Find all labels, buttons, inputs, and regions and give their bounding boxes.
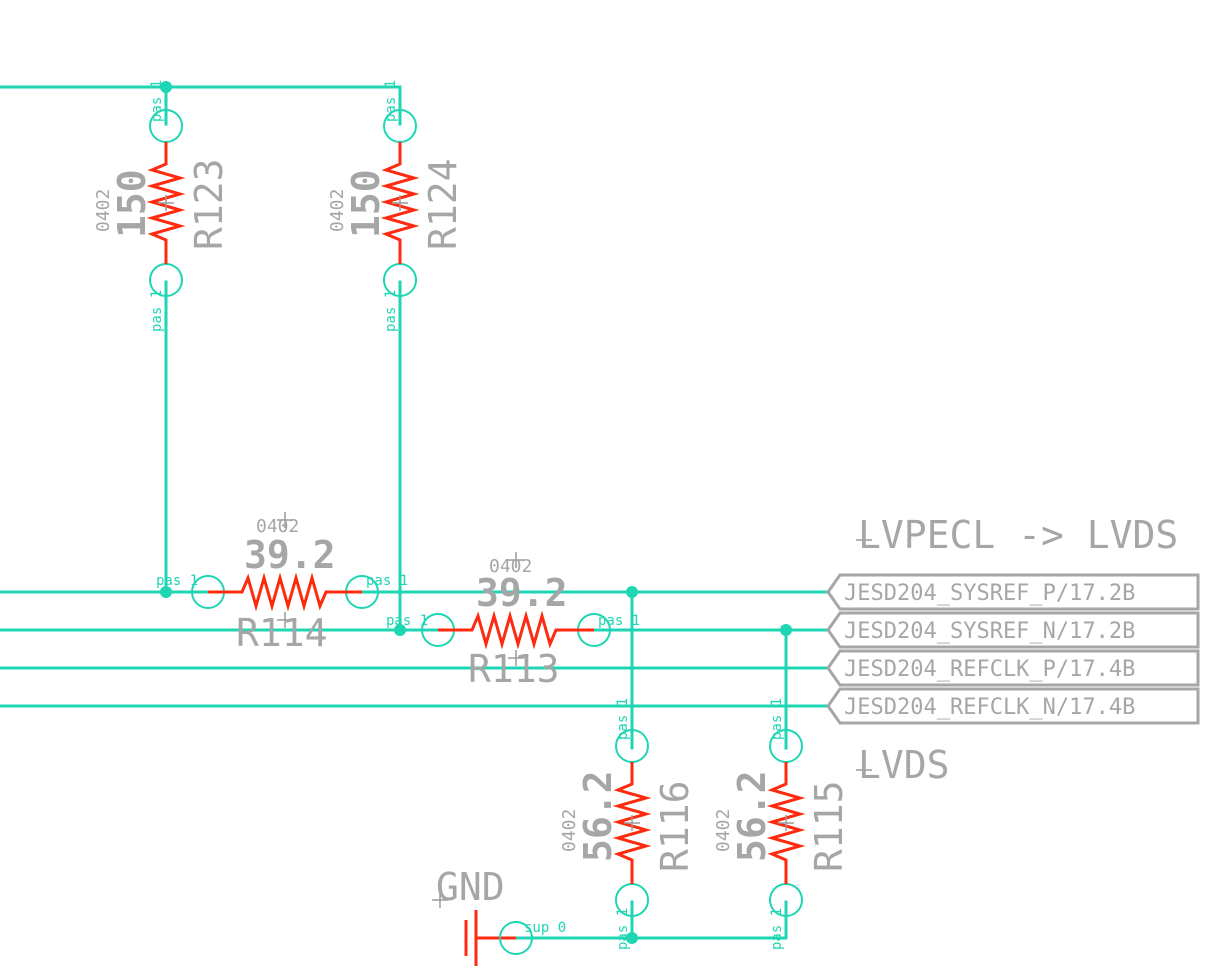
note-lvpecl-to-lvds: LVPECL -> LVDS xyxy=(858,513,1178,557)
value-label: 39.2 xyxy=(476,571,568,615)
resistor-zigzag-icon xyxy=(766,762,806,884)
ground-label: GND xyxy=(436,865,505,909)
resistor-r113[interactable]: pas 1 pas 1 0402 39.2 R113 xyxy=(386,552,640,691)
resistor-r116[interactable]: pas 1 pas 1 0402 56.2 R116 xyxy=(559,698,697,950)
pin-label: pas 1 xyxy=(769,698,785,740)
junction-dot xyxy=(626,932,638,944)
refdes-label: R115 xyxy=(807,780,851,872)
pin-label: pas 1 xyxy=(149,80,165,122)
package-label: 0402 xyxy=(559,809,580,852)
junction-dot xyxy=(626,586,638,598)
net-label-sysref-n[interactable]: JESD204_SYSREF_N/17.2B xyxy=(826,611,1200,649)
junctions xyxy=(160,81,792,944)
pin-label: pas 1 xyxy=(149,290,165,332)
refdes-label: R116 xyxy=(653,780,697,872)
annotations: LVPECL -> LVDS LVDS xyxy=(856,513,1178,787)
junction-dot xyxy=(394,624,406,636)
note-lvds: LVDS xyxy=(858,743,950,787)
ground-symbol[interactable]: sup 0 GND xyxy=(432,865,566,966)
net-label-sysref-p[interactable]: JESD204_SYSREF_P/17.2B xyxy=(826,573,1200,611)
net-label-refclk-p[interactable]: JESD204_REFCLK_P/17.4B xyxy=(826,649,1200,687)
refdes-label: R114 xyxy=(236,611,328,655)
package-label: 0402 xyxy=(256,516,299,537)
resistor-r123[interactable]: pas 1 pas 1 0402 150 R123 xyxy=(93,80,231,332)
resistor-r114[interactable]: pas 1 pas 1 0402 39.2 R114 xyxy=(156,512,408,655)
package-label: 0402 xyxy=(93,189,114,232)
resistor-zigzag-icon xyxy=(380,142,420,264)
value-label: 56.2 xyxy=(576,770,620,862)
junction-dot xyxy=(780,624,792,636)
net-label-text: JESD204_REFCLK_N/17.4B xyxy=(844,695,1135,720)
resistor-r124[interactable]: pas 1 pas 1 0402 150 R124 xyxy=(327,80,465,332)
value-label: 56.2 xyxy=(730,770,774,862)
net-label-text: JESD204_REFCLK_P/17.4B xyxy=(844,657,1135,682)
package-label: 0402 xyxy=(327,189,348,232)
package-label: 0402 xyxy=(713,809,734,852)
resistor-zigzag-icon xyxy=(438,610,594,650)
net-label-refclk-n[interactable]: JESD204_REFCLK_N/17.4B xyxy=(826,687,1200,725)
resistor-zigzag-icon xyxy=(208,572,362,612)
pin-label: pas 1 xyxy=(383,290,399,332)
refdes-label: R113 xyxy=(468,647,560,691)
junction-dot xyxy=(160,81,172,93)
pin-circle xyxy=(499,921,533,955)
pin-label: pas 1 xyxy=(615,698,631,740)
junction-dot xyxy=(160,586,172,598)
resistor-r115[interactable]: pas 1 pas 1 0402 56.2 R115 xyxy=(713,698,851,950)
resistor-zigzag-icon xyxy=(146,142,186,264)
value-label: 39.2 xyxy=(244,533,336,577)
net-labels: JESD204_SYSREF_P/17.2B JESD204_SYSREF_N/… xyxy=(826,573,1200,725)
net-label-text: JESD204_SYSREF_N/17.2B xyxy=(844,619,1135,644)
value-label: 150 xyxy=(344,169,388,238)
net-label-text: JESD204_SYSREF_P/17.2B xyxy=(844,581,1135,606)
net-label-flag xyxy=(826,687,1200,725)
pin-label: pas 1 xyxy=(383,80,399,122)
pin-label: pas 1 xyxy=(366,573,408,589)
resistor-zigzag-icon xyxy=(612,762,652,884)
pin-label: sup 0 xyxy=(524,920,566,936)
package-label: 0402 xyxy=(489,556,532,577)
pin-label: pas 1 xyxy=(598,613,640,629)
refdes-label: R123 xyxy=(187,158,231,250)
pin-label: pas 1 xyxy=(769,908,785,950)
net-label-flag xyxy=(826,573,1200,611)
net-label-flag xyxy=(826,649,1200,687)
pin-label: pas 1 xyxy=(156,573,198,589)
value-label: 150 xyxy=(110,169,154,238)
pin-label: pas 1 xyxy=(386,613,428,629)
refdes-label: R124 xyxy=(421,158,465,250)
pin-label: pas 1 xyxy=(615,908,631,950)
net-label-flag xyxy=(826,611,1200,649)
